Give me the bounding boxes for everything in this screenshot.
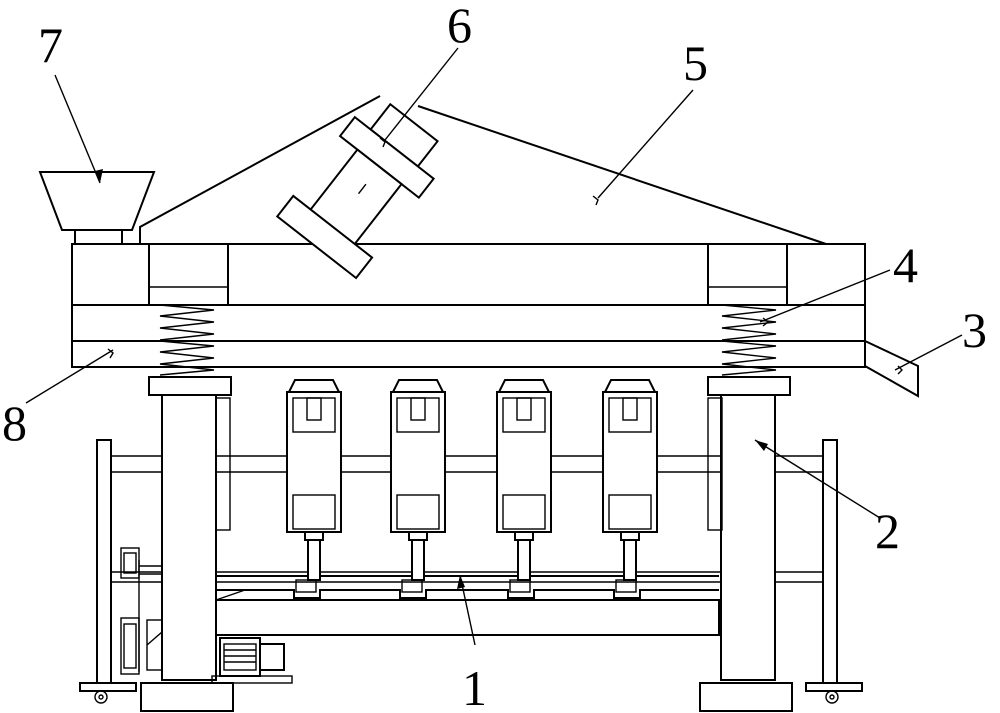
vibration-motor bbox=[275, 102, 439, 280]
label-4: 4 bbox=[893, 237, 918, 293]
leader-lines bbox=[25, 47, 963, 646]
spring-right bbox=[721, 304, 777, 376]
label-6: 6 bbox=[447, 0, 472, 53]
support-pillar-right bbox=[699, 376, 793, 712]
label-5: 5 bbox=[683, 35, 708, 91]
support-pillar-left bbox=[140, 376, 234, 712]
feed-hopper bbox=[38, 171, 156, 245]
label-8: 8 bbox=[2, 395, 27, 451]
label-7: 7 bbox=[38, 17, 63, 73]
label-1: 1 bbox=[462, 660, 487, 713]
cylinder-2 bbox=[390, 379, 446, 581]
motor bbox=[211, 637, 293, 684]
pulley-assembly bbox=[120, 547, 163, 675]
discharge-chute bbox=[864, 339, 919, 398]
cylinder-3 bbox=[496, 379, 552, 581]
cylinder-4 bbox=[602, 379, 658, 581]
screen-body bbox=[71, 243, 866, 306]
label-2: 2 bbox=[875, 503, 900, 559]
label-3: 3 bbox=[962, 302, 987, 358]
spring-left bbox=[159, 304, 215, 376]
cylinder-1 bbox=[286, 379, 342, 581]
bottom-linkage-bar bbox=[216, 575, 719, 599]
top-cover bbox=[139, 95, 827, 245]
